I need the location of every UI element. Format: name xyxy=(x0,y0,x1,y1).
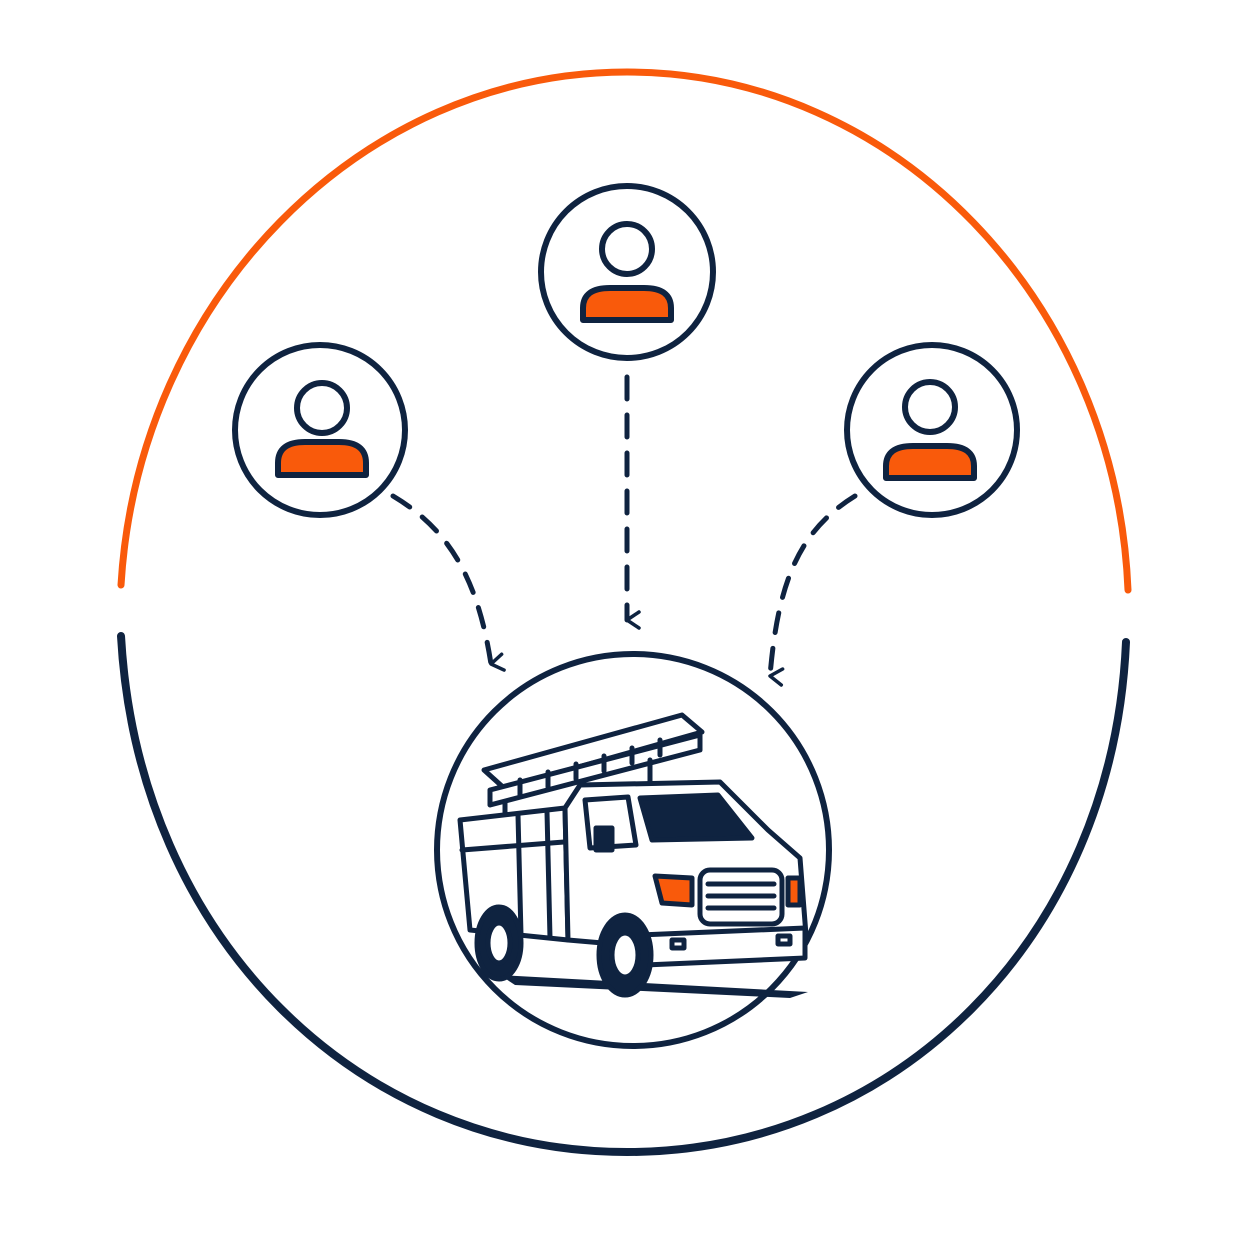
person-icon xyxy=(275,380,369,478)
dashed-arrow-right xyxy=(767,493,858,687)
person-icon xyxy=(580,221,674,323)
utility-truck-icon xyxy=(457,712,809,998)
dashed-arrow-left xyxy=(390,493,506,672)
vehicle-node xyxy=(434,651,832,1049)
person-ring xyxy=(538,183,716,361)
person-node-left xyxy=(232,342,408,518)
connectors xyxy=(390,374,858,687)
vehicle-ring xyxy=(434,651,832,1049)
person-icon xyxy=(883,379,977,481)
person-node-right xyxy=(844,342,1020,518)
outer-ring xyxy=(117,68,1132,1157)
outer-ring-top-arc xyxy=(117,68,1132,594)
person-ring xyxy=(232,342,408,518)
person-node-center xyxy=(538,183,716,361)
outer-ring-bottom-arc xyxy=(117,632,1130,1157)
person-ring xyxy=(844,342,1020,518)
